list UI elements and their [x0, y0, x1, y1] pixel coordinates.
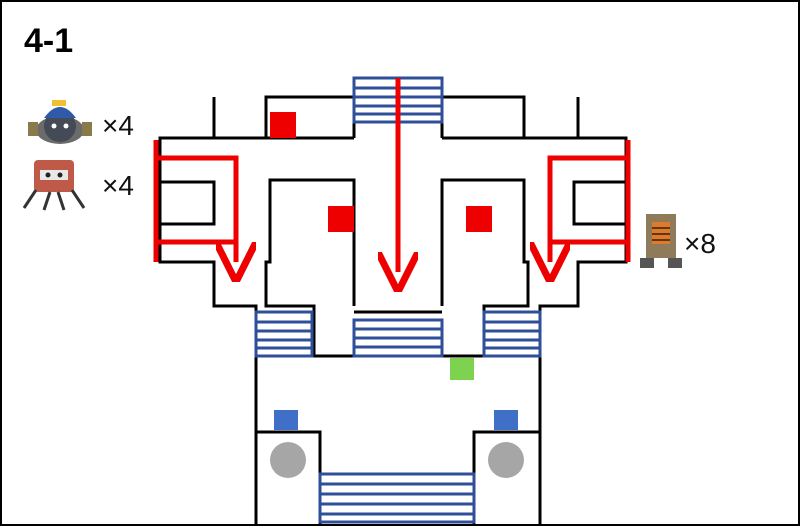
map-walls	[158, 95, 628, 524]
pillar-left	[270, 442, 306, 478]
enemy-spawn-marker	[328, 206, 354, 232]
wall-right-notch	[572, 180, 626, 226]
wall-left-wing	[158, 95, 354, 356]
wall-left-notch	[160, 180, 216, 226]
patrol-routes	[153, 78, 631, 272]
wall-right-wing	[442, 95, 628, 356]
box-spider-robot-icon	[22, 160, 86, 211]
patrol-left-route	[156, 155, 236, 262]
objective-marker	[450, 358, 474, 380]
enemy-count-cabinet: ×8	[684, 228, 716, 259]
enemy-count-box-spider: ×4	[102, 170, 134, 201]
stage-title: 4-1	[24, 22, 74, 60]
enemy-count-helmet-bomb: ×4	[102, 110, 134, 141]
patrol-right-route	[550, 155, 628, 262]
stairs-mid-center	[352, 318, 444, 358]
cabinet-robot-icon	[640, 214, 682, 268]
stairs-mid-left	[254, 310, 314, 358]
wall-right-inner	[440, 178, 530, 356]
switch-marker-left	[274, 410, 298, 430]
wall-left-inner	[264, 178, 356, 356]
helmet-bomb-robot-icon	[28, 100, 92, 144]
pillar-right	[488, 442, 524, 478]
stairs-bottom	[318, 472, 476, 524]
stairs-mid-right	[482, 310, 542, 358]
enemy-spawn-marker	[466, 206, 492, 232]
switch-marker-right	[494, 410, 518, 430]
enemy-spawn-marker	[270, 112, 296, 138]
